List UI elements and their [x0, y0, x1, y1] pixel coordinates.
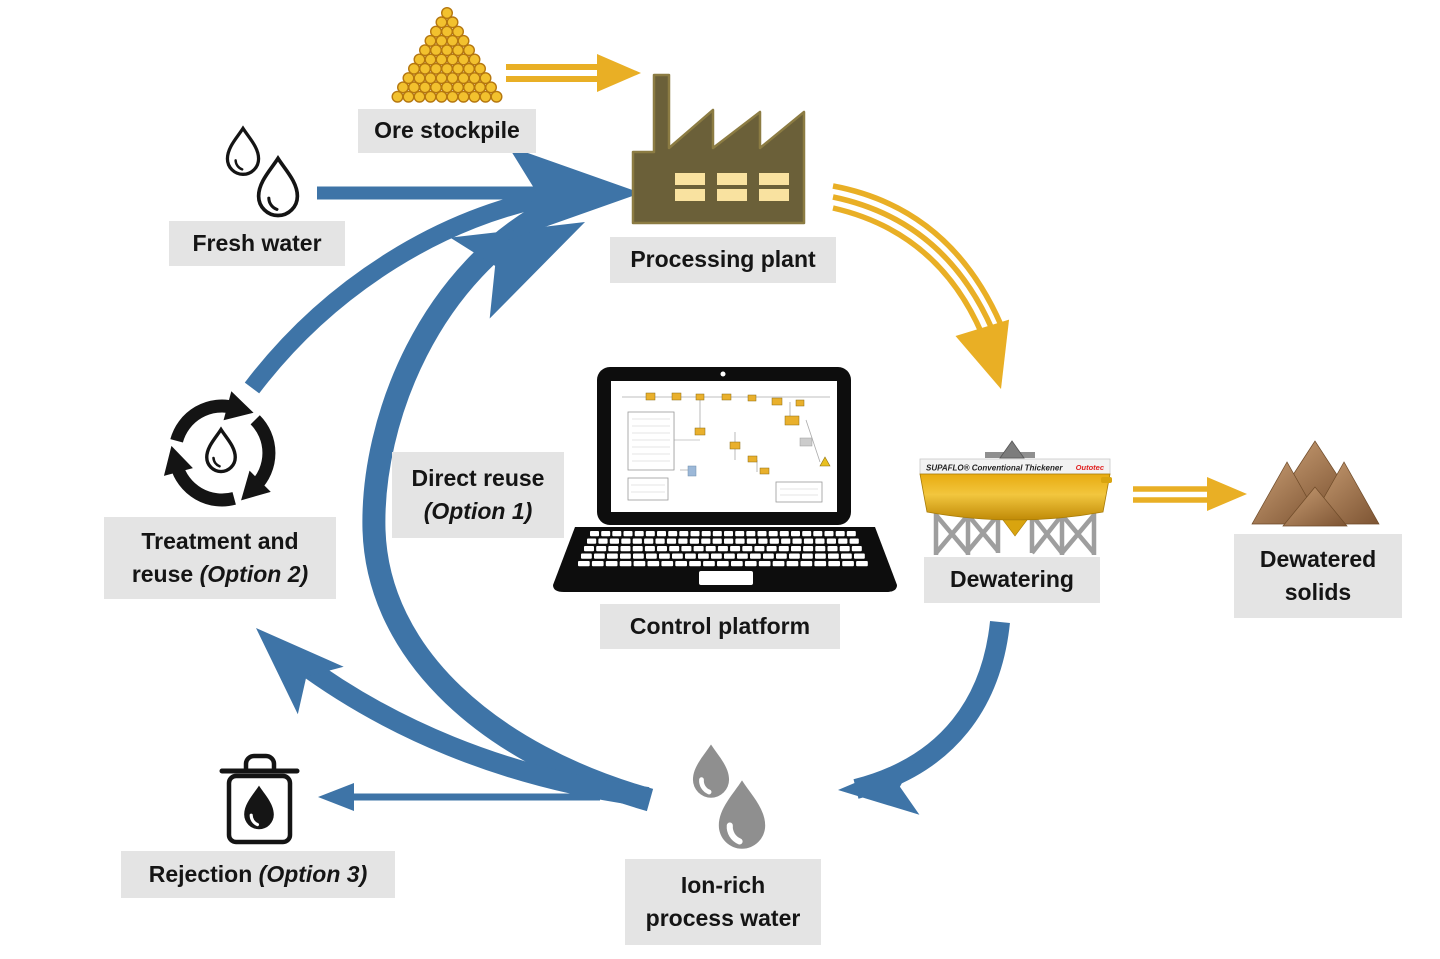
label-ion-rich-line2: process water — [645, 905, 801, 931]
label-processing-plant: Processing plant — [610, 237, 836, 283]
label-treatment-line1: Treatment and — [141, 527, 299, 554]
ion-rich-water-icon — [692, 744, 766, 849]
thickener-legs — [933, 513, 1097, 555]
label-ion-rich-line1: Ion-rich — [680, 871, 766, 898]
fresh-water-icon — [225, 126, 300, 218]
arrow-ore-to-plant — [506, 54, 641, 92]
ore-stockpile-icon — [391, 6, 503, 103]
label-control-platform: Control platform — [600, 604, 840, 649]
arrow-ion-water-to-rejection — [318, 783, 600, 811]
label-direct-reuse-line2: (Option 1) — [423, 498, 533, 524]
label-dewatered-solids-line1: Dewatered — [1259, 545, 1377, 572]
arrow-dewatering-to-solids — [1133, 477, 1247, 511]
arrow-direct-reuse-to-plant — [362, 196, 654, 812]
laptop-icon — [553, 367, 897, 592]
laptop-touchpad — [699, 571, 753, 585]
label-dewatering: Dewatering — [924, 557, 1100, 603]
label-rejection: Rejection (Option 3) — [121, 851, 395, 898]
label-dewatered-solids-line2: solids — [1284, 579, 1352, 605]
label-control-platform-text: Control platform — [629, 612, 811, 639]
label-ore-stockpile: Ore stockpile — [358, 109, 536, 153]
laptop-keyboard — [578, 531, 868, 567]
label-dewatered-solids: Dewatered solids — [1234, 534, 1402, 618]
label-fresh-water-text: Fresh water — [192, 229, 322, 256]
label-treatment-line2: reuse (Option 2) — [131, 561, 309, 587]
label-treatment-reuse: Treatment and reuse (Option 2) — [104, 517, 336, 599]
thickener-icon: SUPAFLO® Conventional Thickener Outotec — [919, 440, 1112, 555]
factory-icon — [631, 73, 806, 225]
arrow-ion-water-to-treatment — [256, 628, 650, 807]
label-ion-rich-water: Ion-rich process water — [625, 859, 821, 945]
label-fresh-water: Fresh water — [169, 221, 345, 266]
arrow-dewatering-to-ion-water — [838, 620, 1010, 815]
arrowhead-into-plant — [508, 146, 641, 240]
label-processing-plant-text: Processing plant — [630, 246, 816, 273]
thickener-brand-text: Outotec — [1076, 463, 1105, 472]
label-direct-reuse-line1: Direct reuse — [411, 464, 545, 491]
arrow-plant-to-dewatering — [832, 183, 1010, 389]
arrow-treatment-to-plant — [244, 187, 558, 394]
treatment-recycle-icon — [163, 391, 276, 507]
rejection-trash-icon — [219, 753, 300, 845]
label-dewatering-text: Dewatering — [950, 566, 1074, 593]
label-direct-reuse: Direct reuse (Option 1) — [392, 452, 564, 538]
laptop-camera-dot — [720, 371, 726, 377]
thickener-title-text: SUPAFLO® Conventional Thickener — [926, 464, 1063, 473]
dewatered-solids-icon — [1251, 440, 1380, 527]
label-rejection-text: Rejection (Option 3) — [148, 860, 368, 887]
laptop-screen-flowsheet — [622, 392, 831, 503]
label-ore-stockpile-text: Ore stockpile — [374, 117, 520, 144]
